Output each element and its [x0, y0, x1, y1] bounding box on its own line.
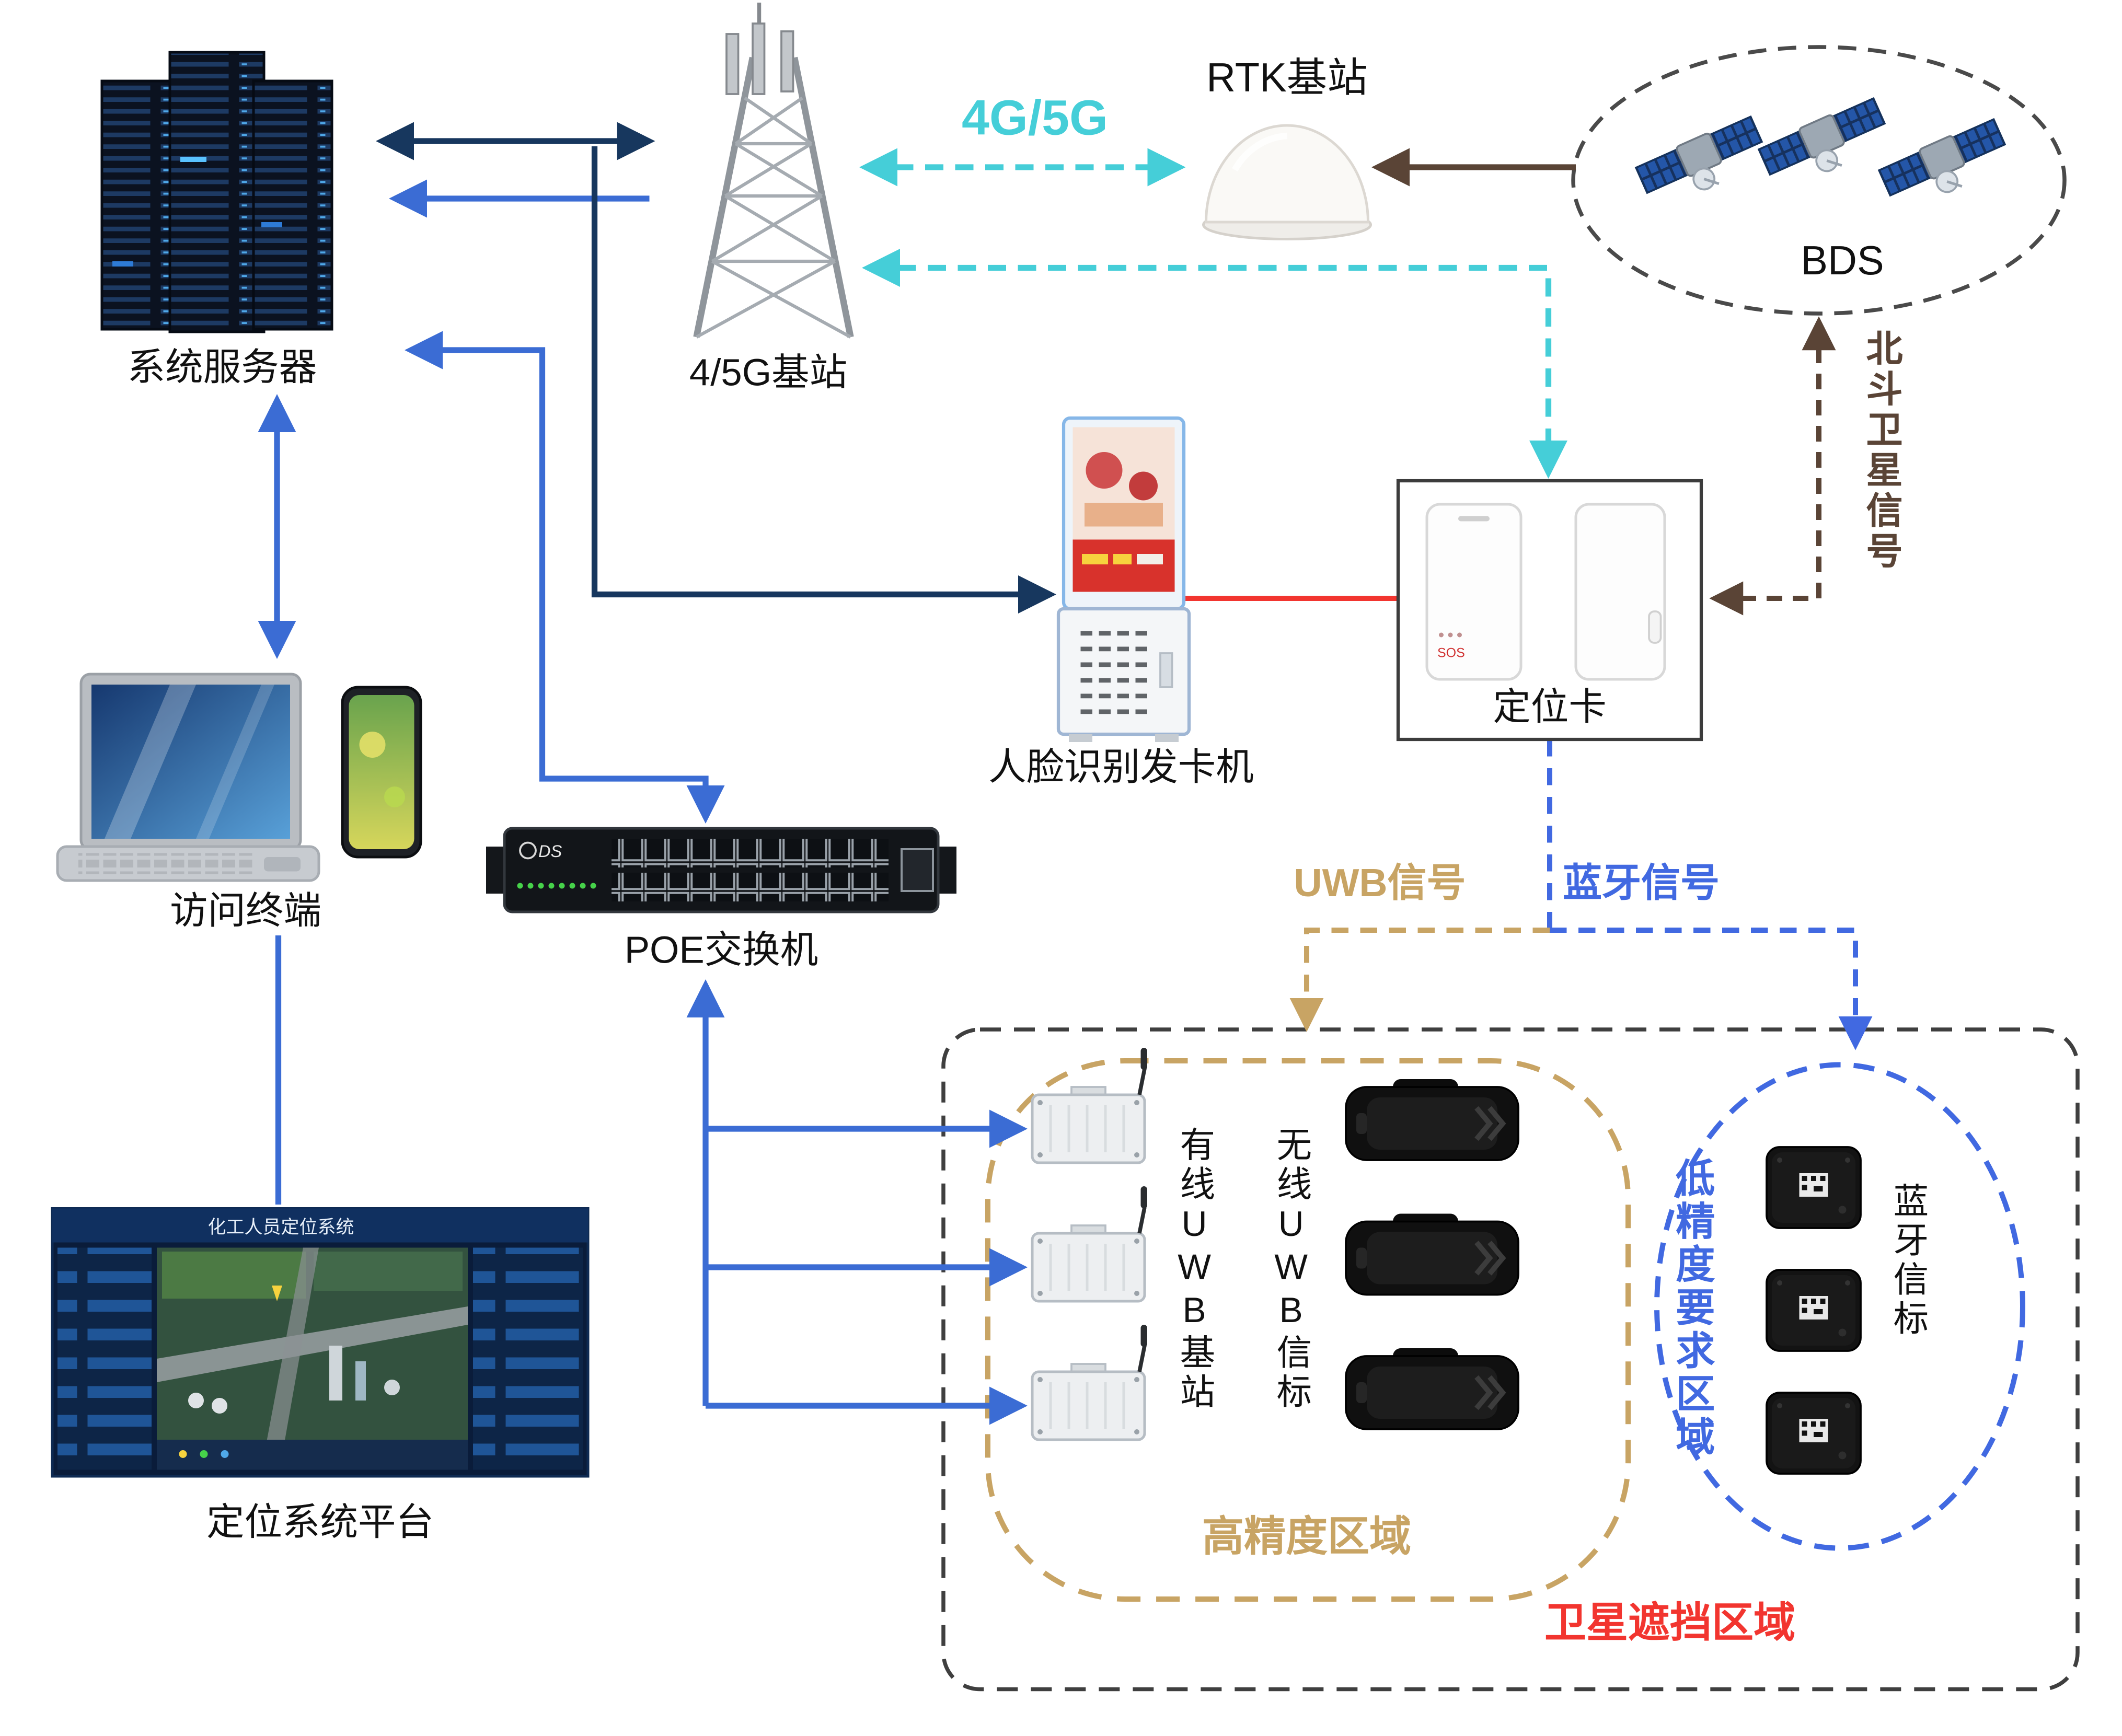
- satellite-icon: [1635, 114, 1770, 212]
- bt-beacon-icon: [1766, 1146, 1862, 1229]
- uwb-beacons: [1346, 1079, 1518, 1429]
- uwb-station-icon: [1032, 1186, 1147, 1301]
- high-precision-area: [985, 1058, 1631, 1602]
- bds-satellites: [1635, 96, 2013, 215]
- satellite-icon: [1878, 117, 2013, 215]
- uwb-base-stations: [1032, 1048, 1147, 1440]
- rtk-label: RTK基站: [1206, 55, 1368, 101]
- low-precision-area: [1654, 1062, 2025, 1551]
- server-racks: [100, 51, 333, 333]
- locator-card-label: 定位卡: [1493, 687, 1607, 729]
- poe-logo-text: DS: [538, 842, 562, 861]
- link-bt-signal: [1550, 928, 1873, 1050]
- satellite-blocked-area: [941, 1027, 2080, 1692]
- 4g5g-signal-label: 4G/5G: [962, 91, 1108, 146]
- face-kiosk: [1056, 416, 1191, 742]
- card-sos-text: SOS: [1437, 646, 1465, 661]
- satellite-icon: [1758, 96, 1893, 194]
- bt-signal-label: 蓝牙信号: [1563, 862, 1720, 906]
- satellite-blocked-label: 卫星遮挡区域: [1544, 1599, 1796, 1646]
- low-precision-label: 低精度要求区域: [1669, 1158, 1713, 1460]
- server-label: 系统服务器: [127, 348, 317, 389]
- smartphone: [341, 686, 422, 859]
- beidou-signal-label: 北斗卫星信号: [1862, 329, 1903, 572]
- poe-label: POE交换机: [624, 930, 818, 972]
- cell-tower: [693, 3, 854, 339]
- poe-switch: DS: [486, 827, 956, 913]
- laptop: [56, 673, 320, 882]
- wireless-uwb-label: 无线UWB信标: [1271, 1126, 1311, 1413]
- kiosk-label: 人脸识别发卡机: [988, 747, 1254, 789]
- uwb-beacon-icon: [1346, 1214, 1518, 1295]
- link-server-poe: [405, 331, 725, 824]
- bt-beacons: [1766, 1146, 1862, 1475]
- link-uwb-signal: [1289, 928, 1550, 1032]
- bds-label: BDS: [1801, 238, 1884, 284]
- bds-orbit-ellipse: [1571, 45, 2067, 316]
- platform-label: 定位系统平台: [206, 1502, 434, 1544]
- high-precision-label: 高精度区域: [1202, 1513, 1412, 1560]
- locator-card-1: SOS: [1425, 503, 1523, 681]
- link-bds-card: [1709, 316, 1836, 616]
- wired-uwb-label: 有线UWB基站: [1174, 1126, 1214, 1413]
- tower-label: 4/5G基站: [689, 353, 848, 395]
- bt-beacon-icon: [1766, 1392, 1862, 1475]
- platform-title-text: 化工人员定位系统: [207, 1217, 354, 1237]
- locator-card-box: SOS: [1396, 479, 1703, 742]
- connection-lines: [258, 122, 1873, 1425]
- uwb-station-icon: [1032, 1325, 1147, 1440]
- bt-beacon-label: 蓝牙信标: [1888, 1182, 1928, 1339]
- link-tower-card: [862, 248, 1568, 479]
- platform-screenshot: 化工人员定位系统: [51, 1207, 590, 1478]
- locator-card-2: [1574, 503, 1666, 681]
- rtk-dome: [1202, 124, 1372, 240]
- uwb-beacon-icon: [1346, 1348, 1518, 1429]
- uwb-beacon-icon: [1346, 1079, 1518, 1160]
- terminal-label: 访问终端: [169, 891, 322, 933]
- uwb-signal-label: UWB信号: [1294, 862, 1466, 906]
- bt-beacon-icon: [1766, 1269, 1862, 1352]
